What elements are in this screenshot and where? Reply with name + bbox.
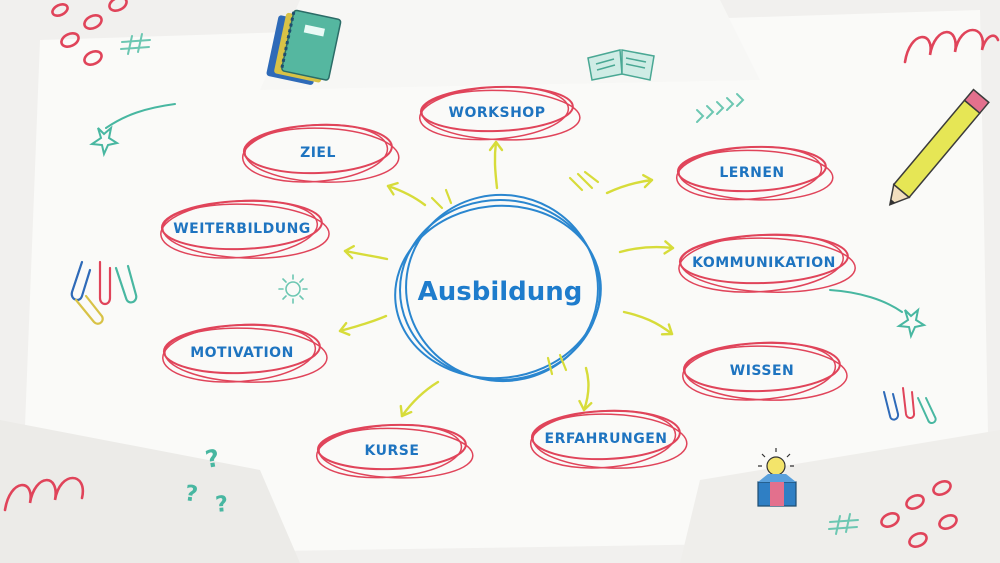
- sun-icon: [278, 274, 308, 304]
- node-ellipse-stroke: [678, 233, 844, 293]
- emphasis-ticks: [430, 170, 600, 376]
- question-marks-icon: ???: [183, 444, 229, 518]
- node-label-weiterbildung: WEITERBILDUNG: [173, 221, 311, 237]
- node-label-wissen: WISSEN: [730, 363, 794, 379]
- connector-arrows: [338, 140, 675, 418]
- arrowhead-lernen: [642, 173, 654, 189]
- decor-red-circles-bottomright: [880, 480, 958, 548]
- arrowhead-kommunikation: [663, 240, 675, 255]
- node-label-erfahrungen: ERFAHRUNGEN: [545, 431, 668, 447]
- topic-nodes: WORKSHOP ZIEL LERNEN WEITERBILDUNG KOMMUNIKA…: [160, 85, 856, 479]
- decor-loop-topright: [903, 28, 1000, 64]
- arrowhead-workshop: [488, 140, 504, 152]
- connector-arrow-erfahrungen: [582, 366, 590, 412]
- arrowhead-kurse: [399, 404, 413, 418]
- node-ellipse-stroke: [678, 149, 834, 201]
- paperclips-left-icon: [70, 260, 138, 325]
- node-ellipse-stroke: [244, 127, 400, 183]
- node-ellipse-stroke: [675, 146, 823, 201]
- node-ellipse-stroke: [160, 199, 319, 259]
- node-motivation: MOTIVATION: [162, 323, 328, 383]
- question-mark: ?: [214, 492, 229, 518]
- node-label-kommunikation: KOMMUNIKATION: [692, 255, 836, 271]
- pencil-icon: [888, 88, 990, 206]
- paperclips-right-icon: [883, 387, 937, 424]
- arrowhead-weiterbildung: [343, 244, 355, 260]
- open-book-icon: [587, 49, 655, 81]
- node-wissen: WISSEN: [682, 341, 848, 401]
- question-mark: ?: [183, 481, 199, 508]
- node-ellipse-stroke: [315, 424, 463, 479]
- decor-hash-bottomright: [828, 513, 859, 535]
- node-erfahrungen: ERFAHRUNGEN: [529, 409, 688, 469]
- node-label-motivation: MOTIVATION: [190, 345, 294, 361]
- node-ellipse-stroke: [419, 86, 570, 141]
- decor-chevrons: [696, 93, 745, 123]
- connector-arrow-motivation: [338, 314, 388, 333]
- arrowhead-motivation: [338, 321, 351, 336]
- node-label-workshop: WORKSHOP: [449, 105, 546, 121]
- node-label-lernen: LERNEN: [719, 165, 784, 181]
- node-label-kurse: KURSE: [365, 443, 420, 459]
- node-ellipse-stroke: [162, 323, 317, 383]
- connector-arrow-wissen: [622, 310, 674, 336]
- node-ellipse-stroke: [241, 123, 389, 183]
- node-ellipse-stroke: [529, 409, 677, 469]
- connector-arrow-kommunikation: [618, 245, 675, 254]
- node-ellipse-stroke: [532, 413, 688, 469]
- connector-arrow-workshop: [493, 140, 499, 190]
- connector-arrow-lernen: [605, 178, 654, 195]
- node-weiterbildung: WEITERBILDUNG: [160, 199, 330, 259]
- center-label: Ausbildung: [418, 277, 583, 307]
- decor-shooting-star-left: [89, 103, 176, 158]
- question-mark: ?: [203, 444, 222, 474]
- connector-arrow-weiterbildung: [343, 249, 389, 261]
- arrowhead-erfahrungen: [578, 399, 593, 412]
- node-ellipse-stroke: [318, 427, 474, 479]
- lightbulb-box-icon: [757, 448, 797, 507]
- decor-loop-bottomleft: [3, 476, 85, 512]
- arrowhead-ziel: [386, 181, 399, 196]
- node-workshop: WORKSHOP: [419, 85, 581, 141]
- node-lernen: LERNEN: [675, 145, 834, 201]
- decor-hash-topleft: [120, 33, 151, 55]
- connector-arrow-ziel: [386, 184, 427, 207]
- decor-red-circles-topleft: [51, 0, 128, 66]
- node-kurse: KURSE: [315, 423, 474, 479]
- node-kommunikation: KOMMUNIKATION: [678, 233, 856, 293]
- arrowhead-wissen: [660, 323, 674, 336]
- notebooks-icon: [266, 9, 342, 85]
- decor-shooting-star-right: [829, 289, 927, 340]
- node-ellipse-stroke: [682, 341, 837, 401]
- connector-arrow-kurse: [400, 380, 440, 418]
- node-label-ziel: ZIEL: [300, 145, 336, 161]
- node-ziel: ZIEL: [241, 123, 400, 183]
- center-circle: [394, 193, 602, 383]
